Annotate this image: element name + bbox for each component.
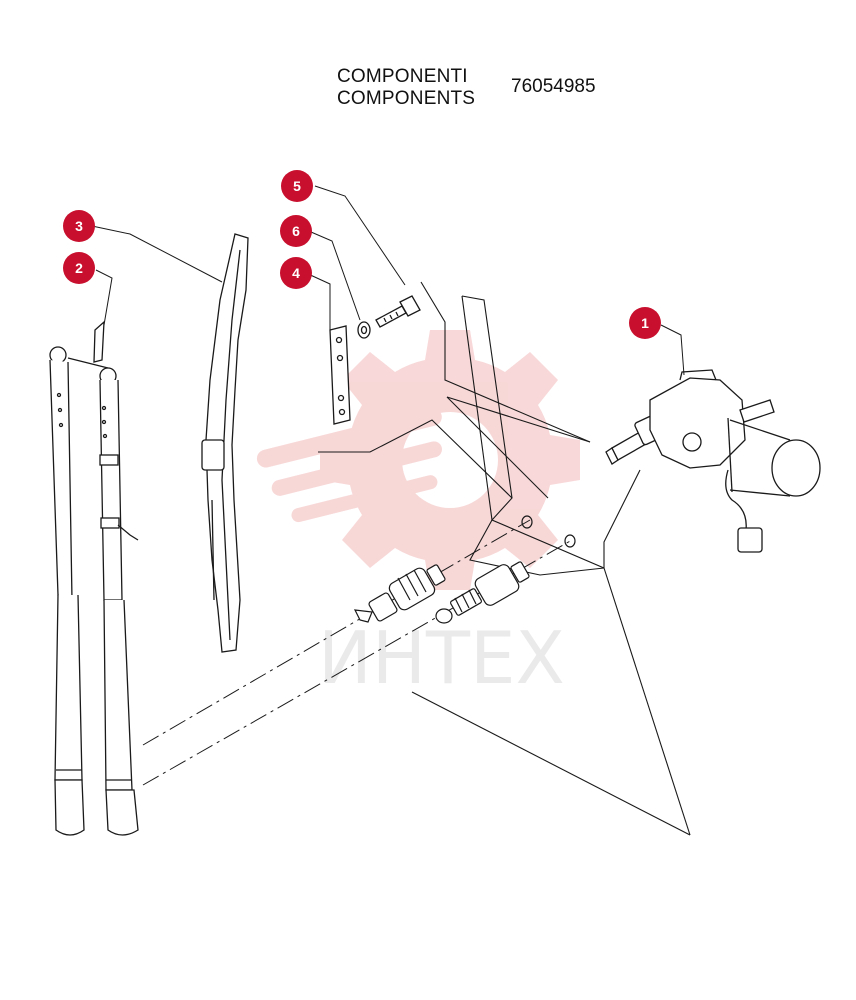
callout-4-marker — [280, 257, 312, 289]
watermark-speed-lines — [256, 407, 442, 523]
callout-5: 5 — [281, 170, 313, 202]
spindle-assembly-left — [353, 564, 446, 623]
wiper-arm-right — [67, 320, 139, 836]
part-number: 76054985 — [511, 76, 596, 97]
mounting-holes — [521, 515, 576, 548]
title-block: COMPONENTI COMPONENTS — [337, 66, 475, 110]
callout-5-label: 5 — [293, 178, 301, 194]
callout-3: 3 — [63, 210, 95, 242]
callout-1-label: 1 — [641, 315, 649, 331]
watermark-logo: ИНТЕХ — [256, 330, 580, 700]
callout-3-marker — [63, 210, 95, 242]
callout-2: 2 — [63, 252, 95, 284]
washer — [357, 321, 371, 339]
mounting-bracket — [329, 325, 351, 425]
bolt — [375, 295, 421, 328]
callout-1-marker — [629, 307, 661, 339]
leader-lines — [91, 185, 685, 376]
title-english: COMPONENTS — [337, 88, 476, 109]
callout-4: 4 — [280, 257, 312, 289]
wiper-arm-left — [49, 346, 85, 836]
callout-6: 6 — [280, 215, 312, 247]
callout-6-label: 6 — [292, 223, 300, 239]
wiper-blade — [201, 233, 249, 653]
callout-2-marker — [63, 252, 95, 284]
callout-5-marker — [281, 170, 313, 202]
callout-4-label: 4 — [292, 265, 300, 281]
callout-2-label: 2 — [75, 260, 83, 276]
spindle-assembly-right — [435, 561, 530, 624]
callout-3-label: 3 — [75, 218, 83, 234]
title-italian: COMPONENTI — [337, 66, 468, 87]
wiper-motor — [605, 369, 821, 553]
callout-1: 1 — [629, 307, 661, 339]
windshield-frame — [318, 281, 691, 836]
callout-6-marker — [280, 215, 312, 247]
watermark-text: ИНТЕХ — [318, 616, 565, 700]
